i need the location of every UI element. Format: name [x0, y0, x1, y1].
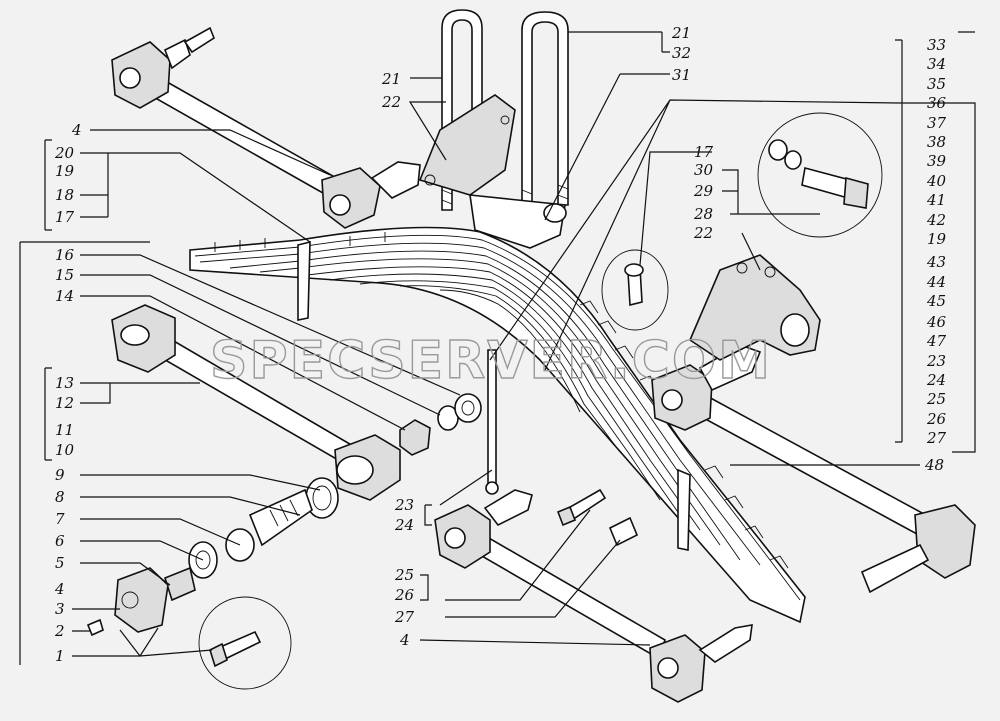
label-24-right: 24 [926, 371, 946, 389]
label-33: 33 [927, 36, 946, 54]
label-1: 1 [55, 647, 65, 665]
label-23-right: 23 [926, 352, 946, 370]
callout-labels: 21 32 31 21 22 4 20 19 18 17 16 15 14 13… [54, 24, 947, 665]
label-42: 42 [926, 211, 946, 229]
label-25-mid: 25 [394, 566, 414, 584]
detail-circle-bolt-top [757, 112, 883, 238]
nut-washer-boot [399, 393, 482, 456]
reaction-rod-right [651, 344, 976, 594]
label-4-top: 4 [71, 121, 82, 139]
label-40: 40 [926, 172, 947, 190]
spring-clamp-left [297, 240, 311, 321]
label-32: 32 [672, 44, 691, 62]
label-11: 11 [55, 421, 74, 439]
detail-circle-bolt-bottom [198, 596, 292, 690]
leaf-spring [189, 226, 806, 624]
label-10: 10 [55, 441, 75, 459]
leader-lines [19, 31, 976, 665]
label-41: 41 [926, 191, 946, 209]
label-21-top: 21 [671, 24, 691, 42]
u-bolt-right [521, 11, 569, 216]
label-43: 43 [926, 253, 946, 271]
label-21-left: 21 [381, 70, 401, 88]
label-47: 47 [926, 332, 947, 350]
frame-bracket [689, 254, 821, 361]
label-35: 35 [927, 75, 946, 93]
label-37: 37 [927, 114, 947, 132]
label-17-left: 17 [55, 208, 75, 226]
label-22-right: 22 [693, 224, 713, 242]
label-6: 6 [55, 532, 65, 550]
label-3: 3 [55, 600, 65, 618]
bolt-and-sleeve [556, 488, 639, 547]
label-48: 48 [924, 456, 944, 474]
label-44: 44 [926, 273, 946, 291]
label-4-bottom: 4 [399, 631, 410, 649]
label-23-mid: 23 [394, 496, 414, 514]
label-27-mid: 27 [394, 608, 415, 626]
watermark-text: SPECSERVER.COM [210, 331, 772, 391]
label-39: 39 [927, 152, 947, 170]
label-25-right: 25 [926, 390, 946, 408]
label-46: 46 [926, 313, 947, 331]
reaction-rod-left [111, 304, 401, 501]
ball-pin-assembly [86, 477, 339, 637]
label-5: 5 [55, 554, 65, 572]
label-13: 13 [55, 374, 74, 392]
label-30: 30 [694, 161, 714, 179]
label-2: 2 [54, 622, 65, 640]
label-17-right: 17 [694, 143, 714, 161]
label-15: 15 [55, 266, 74, 284]
detail-circle-pin [601, 249, 669, 331]
reaction-rod-bottom [434, 489, 753, 703]
label-9: 9 [55, 466, 65, 484]
label-45: 45 [926, 292, 946, 310]
label-14: 14 [55, 287, 74, 305]
label-12: 12 [55, 394, 74, 412]
label-19-right: 19 [927, 230, 947, 248]
reaction-rod-top [111, 26, 421, 229]
label-24-mid: 24 [394, 516, 414, 534]
long-center-bolt [485, 349, 499, 495]
label-7: 7 [55, 510, 65, 528]
pin [624, 263, 644, 307]
label-22-left: 22 [381, 93, 401, 111]
label-29: 29 [693, 182, 714, 200]
label-19-left: 19 [55, 162, 75, 180]
spring-clamp-right [677, 468, 691, 551]
label-4-left: 4 [54, 580, 65, 598]
label-16: 16 [55, 246, 75, 264]
label-20: 20 [54, 144, 75, 162]
label-36: 36 [927, 94, 947, 112]
label-26-right: 26 [926, 410, 947, 428]
label-18: 18 [55, 186, 74, 204]
label-8: 8 [55, 488, 65, 506]
label-27-right: 27 [926, 429, 947, 447]
label-38: 38 [927, 133, 946, 151]
label-34: 34 [927, 55, 946, 73]
spring-seat-bracket [418, 94, 567, 249]
label-28: 28 [693, 205, 713, 223]
label-26-mid: 26 [394, 586, 415, 604]
label-31: 31 [672, 66, 691, 84]
